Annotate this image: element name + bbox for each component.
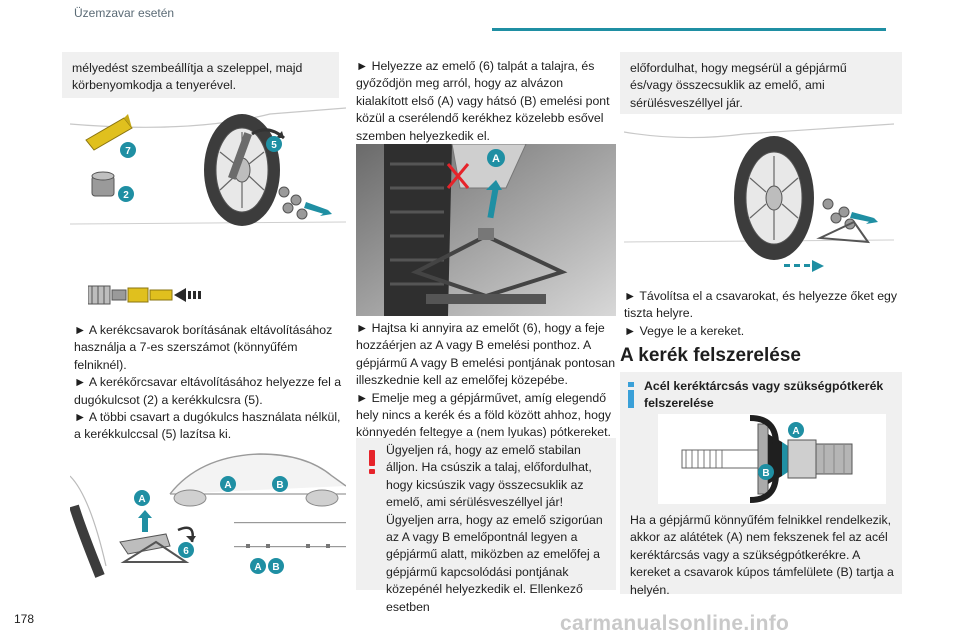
- callout-5: 5: [271, 140, 277, 151]
- warning-box: Ügyeljen rá, hogy az emelő stabilan állj…: [356, 438, 616, 614]
- jacking-points-illustration: A B A 6 A B: [69, 446, 347, 582]
- warning-icon: [369, 450, 375, 474]
- col2-body: ► Hajtsa ki annyira az emelőt (6), hogy …: [356, 320, 618, 442]
- callout-a-car: A: [224, 480, 231, 491]
- watermark: carmanualsonline.info: [560, 612, 790, 635]
- callout-6: 6: [183, 546, 189, 557]
- callout-b-sill: B: [272, 562, 279, 573]
- instruction-place-jack: ► Helyezze az emelő (6) talpát a talajra…: [356, 59, 610, 143]
- running-header: Üzemzavar esetén: [74, 6, 175, 20]
- instruction-raise-vehicle: ► Emelje meg a gépjárművet, amíg elegend…: [356, 390, 611, 440]
- info-icon: [628, 382, 634, 408]
- info-heading: Acél keréktárcsás vagy szükségpótkerék f…: [644, 379, 884, 411]
- continued-note-box: mélyedést szembeállítja a szeleppel, maj…: [62, 52, 339, 98]
- col1-body: ► A kerékcsavarok borításának eltávolítá…: [74, 322, 344, 444]
- header-accent-bar: [492, 28, 886, 31]
- callout-a-sill: A: [254, 562, 261, 573]
- instruction-remove-wheel: ► Vegye le a kereket.: [624, 323, 745, 338]
- callout-b-car: B: [276, 480, 283, 491]
- info-box: Acél keréktárcsás vagy szükségpótkerék f…: [620, 372, 902, 597]
- callout-7: 7: [125, 146, 131, 157]
- instruction-extend-jack: ► Hajtsa ki annyira az emelőt (6), hogy …: [356, 321, 616, 388]
- wheel-removal-illustration: [623, 122, 895, 278]
- callout-a-washer: A: [792, 426, 799, 437]
- instruction-loosen-bolts: ► A többi csavart a dugókulcs használata…: [74, 410, 341, 442]
- page-number: 178: [14, 612, 35, 626]
- jack-under-car-illustration: A: [356, 143, 616, 316]
- instruction-bolt-caps: ► A kerékcsavarok borításának eltávolítá…: [74, 323, 333, 372]
- instruction-locking-bolt: ► A kerékőrcsavar eltávolításához helyez…: [74, 375, 342, 407]
- callout-a-jackpoint: A: [492, 153, 500, 165]
- bolt-washer-illustration: A B: [658, 414, 886, 504]
- wheel-bolt-removal-illustration: 7 2 5: [69, 104, 347, 238]
- info-text: Ha a gépjármű könnyűfém felnikkel rendel…: [630, 513, 894, 597]
- callout-2: 2: [123, 190, 129, 201]
- section-heading: A kerék felszerelése: [620, 345, 801, 366]
- callout-b-cone: B: [762, 468, 769, 479]
- continued-note-text: mélyedést szembeállítja a szeleppel, maj…: [72, 61, 303, 93]
- instruction-remove-bolts: ► Távolítsa el a csavarokat, és helyezze…: [624, 289, 898, 321]
- bolt-cap-tool-illustration: [87, 282, 208, 308]
- col2-intro: ► Helyezze az emelő (6) talpát a talajra…: [356, 58, 618, 145]
- callout-a-jack: A: [138, 494, 145, 505]
- col3-body: ► Távolítsa el a csavarokat, és helyezze…: [624, 288, 900, 340]
- continued-warning-box: előfordulhat, hogy megsérül a gépjármű é…: [620, 52, 902, 114]
- warning-text: Ügyeljen rá, hogy az emelő stabilan állj…: [362, 442, 610, 616]
- continued-warning-text: előfordulhat, hogy megsérül a gépjármű é…: [630, 61, 847, 110]
- warning-body: Ügyeljen rá, hogy az emelő stabilan állj…: [386, 443, 603, 614]
